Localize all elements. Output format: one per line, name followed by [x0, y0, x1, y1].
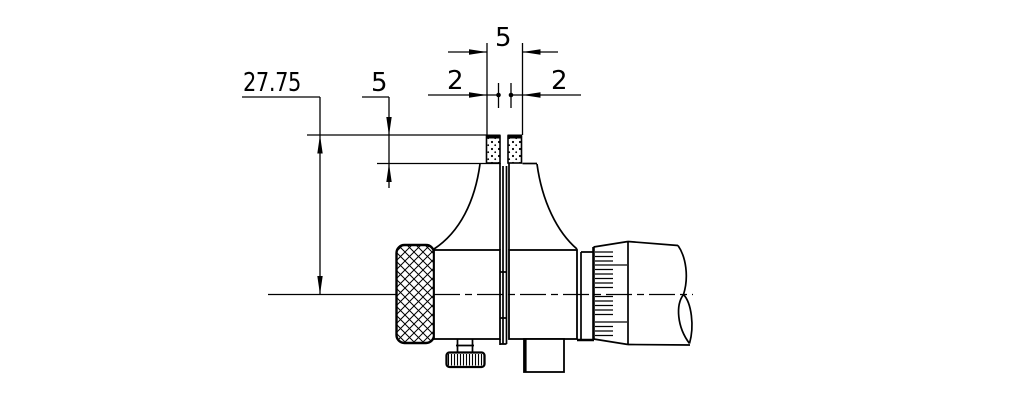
dim-label-jaw-span: 5	[495, 23, 511, 53]
arrow-down-icon	[317, 276, 323, 295]
spindle-notches	[499, 271, 507, 345]
dim-line-left-tip-width	[428, 83, 500, 108]
break-line-lens	[677, 293, 693, 345]
spindle-gap	[499, 166, 508, 345]
thimble-barrel	[627, 240, 693, 346]
right-jaw	[508, 162, 578, 250]
dim-leader-center-height	[242, 96, 321, 295]
knurled-cap-pattern	[396, 245, 434, 343]
arrow-up-icon	[386, 163, 392, 182]
arrow-up-icon	[317, 135, 323, 154]
dim-dot	[496, 92, 501, 98]
ratchet-ticks	[595, 251, 613, 337]
left-jaw-curve	[433, 163, 481, 250]
arrow-right-icon	[469, 92, 487, 98]
right-measuring-tip	[507, 134, 523, 164]
break-line-upper	[677, 245, 688, 295]
extension-lines-jaw-span	[486, 43, 524, 135]
connector-lines	[580, 251, 594, 340]
spindle-lines	[502, 166, 508, 344]
dim-label-tip-length: 5	[371, 68, 387, 98]
ratchet-band	[593, 240, 629, 346]
arrow-right-icon	[469, 49, 487, 55]
left-measuring-tip	[485, 134, 501, 164]
lock-screw-head-knurl	[448, 354, 483, 366]
dim-dot	[508, 92, 514, 98]
dimension-right-tip-width: 2	[508, 66, 581, 108]
dimension-left-tip-width: 2	[428, 66, 501, 108]
dimension-tip-length: 5	[362, 68, 392, 188]
dimension-center-height: 27.75	[242, 68, 323, 295]
right-tip-face	[507, 134, 522, 139]
bottom-block-outline	[523, 338, 565, 373]
left-tip-face	[486, 134, 501, 139]
arrow-down-icon	[386, 117, 392, 136]
dimension-jaw-span: 5	[448, 23, 558, 135]
arrow-left-icon	[522, 49, 541, 55]
ratchet-graduation-lines	[595, 264, 627, 323]
dim-label-right-tip-width: 2	[551, 66, 567, 96]
dim-label-left-tip-width: 2	[447, 66, 463, 96]
thimble-connector	[577, 247, 595, 342]
dim-line-right-tip-width	[510, 83, 581, 108]
bottom-block	[523, 338, 565, 373]
lock-screw-stem	[456, 339, 474, 353]
arrow-left-icon	[522, 92, 541, 98]
right-jaw-curve	[536, 163, 578, 250]
barrel-edges	[627, 240, 691, 346]
dim-leader-tip-length	[362, 96, 390, 188]
ratchet-outline	[593, 240, 629, 346]
dim-label-center-height: 27.75	[243, 68, 301, 98]
right-tip-stipple	[508, 136, 522, 163]
lock-screw	[445, 339, 486, 369]
left-jaw	[433, 163, 501, 250]
connector-thick-edges	[577, 247, 595, 342]
left-tip-stipple	[486, 136, 500, 163]
